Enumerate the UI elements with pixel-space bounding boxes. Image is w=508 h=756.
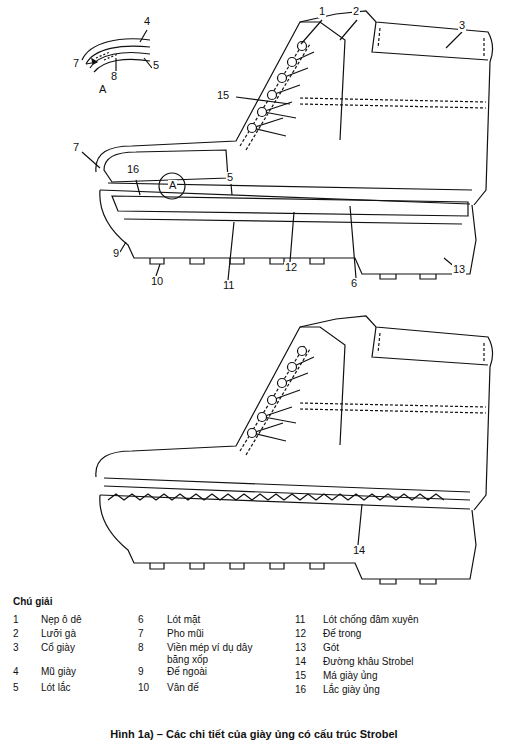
legend-entry: Viền mép ví dụ dây băng xốp — [166, 642, 268, 666]
callout-number: 1 — [318, 6, 326, 18]
callout-number: 15 — [216, 90, 230, 102]
legend-entry: 16 — [294, 684, 307, 696]
callout-number: A — [98, 84, 107, 96]
figure-caption: Hình 1a) – Các chi tiết của giày ủng có … — [0, 728, 508, 740]
callout-number: 8 — [110, 71, 118, 83]
callout-number: 7 — [72, 142, 80, 154]
callout-number: 5 — [152, 60, 160, 72]
legend-entry: Lót lắc — [40, 682, 71, 694]
callout-number: 14 — [352, 545, 366, 557]
legend-entry: Cổ giày — [40, 642, 76, 654]
callout-number: A — [168, 180, 177, 192]
legend-entry: 6 — [137, 614, 145, 626]
legend-entry: 2 — [12, 628, 20, 640]
legend-entry: Gót — [322, 642, 340, 654]
legend-entry: Lưỡi gà — [40, 628, 77, 640]
legend-entry: 7 — [137, 628, 145, 640]
legend-entry: 8 — [137, 642, 145, 654]
legend-entry: 13 — [294, 642, 307, 654]
callout-number: 11 — [222, 280, 235, 292]
callout-number: 16 — [126, 164, 140, 176]
legend-entry: 4 — [12, 666, 20, 678]
callout-number: 3 — [458, 20, 466, 32]
legend-entry: 3 — [12, 642, 20, 654]
callout-number: 10 — [150, 276, 164, 288]
callout-number: 9 — [112, 248, 120, 260]
callout-number: 2 — [352, 6, 360, 18]
legend-entry: Đường khâu Strobel — [322, 656, 415, 668]
callout-number: 7 — [72, 58, 80, 70]
legend-entry: Vân đế — [166, 682, 200, 694]
legend-entry: Đế ngoài — [166, 666, 208, 678]
callout-number: 4 — [143, 16, 151, 28]
legend-entry: Đế trong — [322, 628, 362, 640]
legend-entry: Má giày ủng — [322, 670, 378, 682]
callout-number: 13 — [452, 264, 466, 276]
legend-entry: Nẹp ô dê — [40, 614, 83, 626]
legend-entry: Pho mũi — [166, 628, 205, 640]
legend-entry: Lót mặt — [166, 614, 201, 626]
legend-entry: 14 — [294, 656, 307, 668]
callout-number: 6 — [350, 278, 358, 290]
legend-entry: 9 — [137, 666, 145, 678]
callout-number: 12 — [284, 262, 298, 274]
legend-entry: 10 — [137, 682, 150, 694]
legend-heading: Chú giải — [12, 596, 53, 608]
legend-entry: 15 — [294, 670, 307, 682]
callout-number: 5 — [226, 172, 234, 184]
legend-entry: 12 — [294, 628, 307, 640]
legend-entry: 11 — [294, 614, 306, 626]
legend-entry: Lắc giày ủng — [322, 684, 381, 696]
legend-entry: 5 — [12, 682, 20, 694]
legend-entry: 1 — [12, 614, 20, 626]
legend-entry: Lót chống đâm xuyên — [322, 614, 420, 626]
legend-entry: Mũ giày — [40, 666, 77, 678]
